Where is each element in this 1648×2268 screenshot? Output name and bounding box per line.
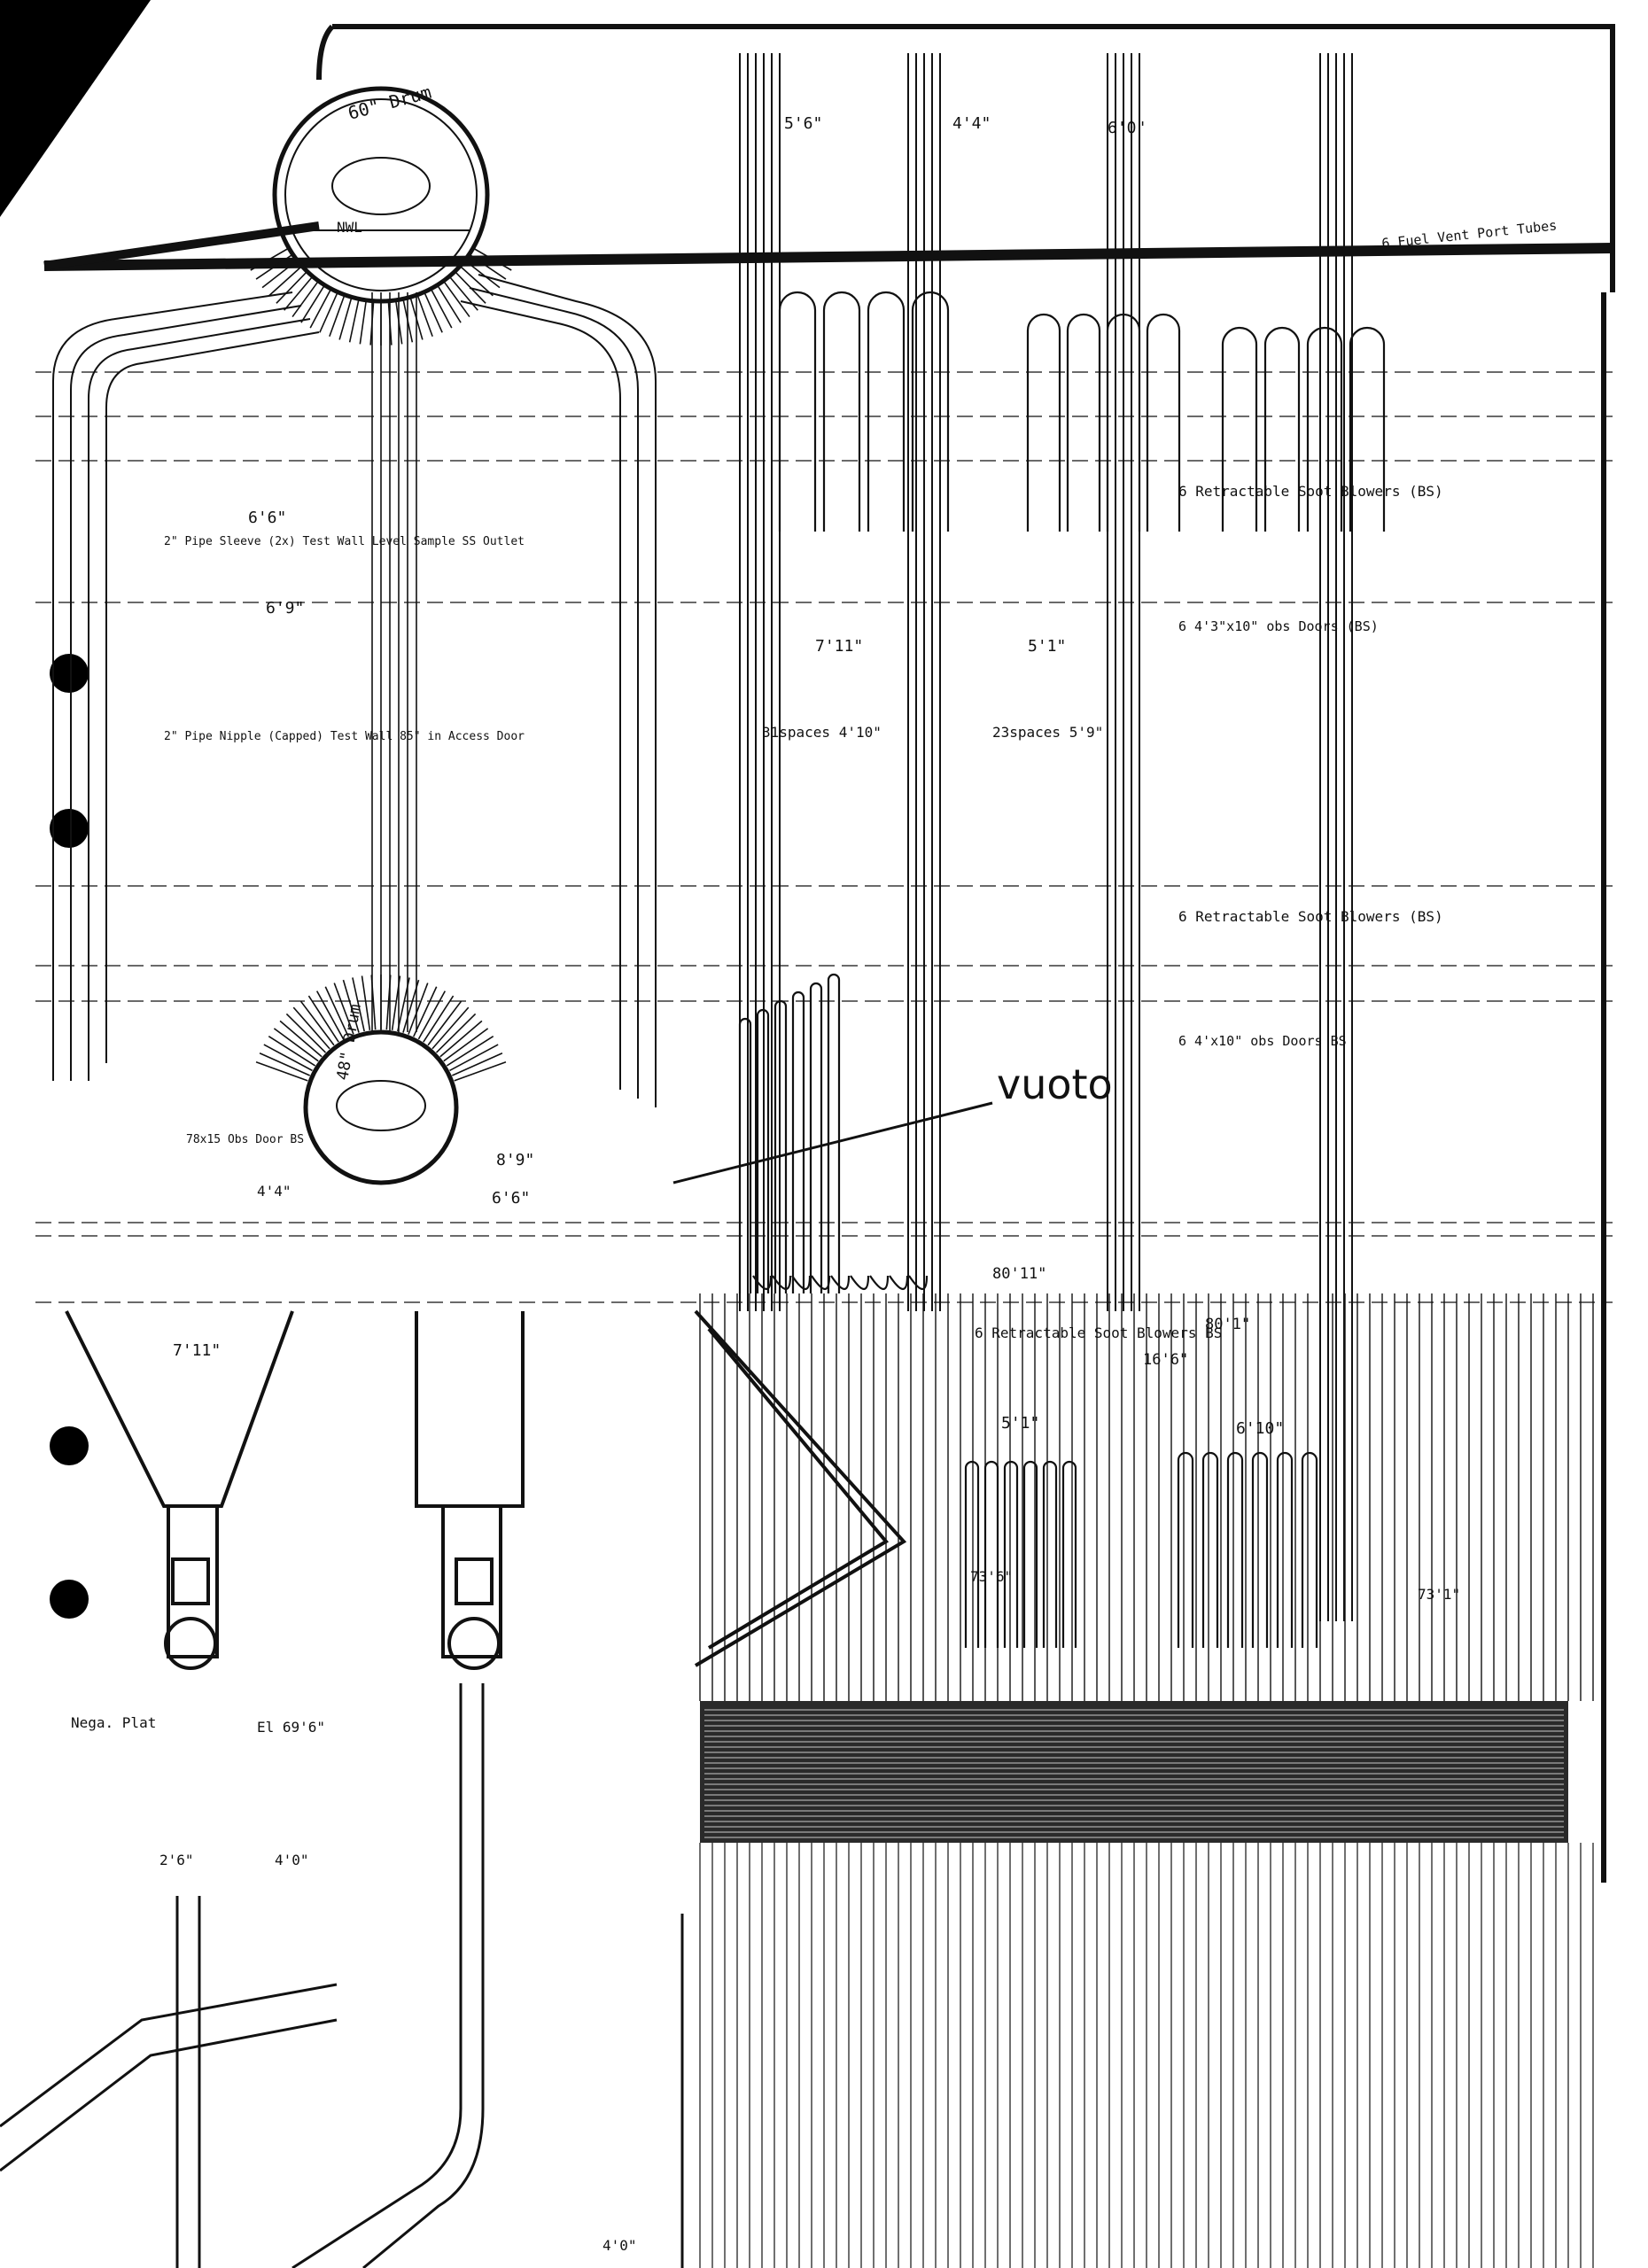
dim-label: 7'11" <box>173 1341 221 1360</box>
dim-label: 4'4" <box>257 1183 292 1200</box>
dim-label: 6'6" <box>492 1189 530 1208</box>
elevation-label: El 69'6" <box>257 1719 325 1736</box>
dim-label: 6'10" <box>1236 1419 1284 1438</box>
elevation-label: 80'11" <box>992 1265 1046 1283</box>
obs-doors-1-label: 6 4'3"x10" obs Doors (BS) <box>1178 618 1379 634</box>
elevation-label: 2'6" <box>159 1852 194 1868</box>
nega-plat-label: Nega. Plat <box>71 1714 156 1731</box>
dim-label: 6'6" <box>248 509 286 527</box>
pipe-note: 2" Pipe Nipple (Capped) Test Wall 85" in… <box>164 730 525 743</box>
soot-blowers-low-label: 6 Retractable Soot Blowers BS <box>975 1324 1222 1341</box>
punch-hole <box>50 1580 89 1619</box>
dim-label: 8'9" <box>496 1151 534 1169</box>
obs-door-note: 78x15 Obs Door BS <box>186 1133 304 1146</box>
air-heater-block <box>700 1701 1568 1843</box>
punch-hole <box>50 809 89 848</box>
elevation-label: 73'1" <box>1418 1586 1460 1603</box>
handwritten-note: vuoto <box>997 1060 1113 1108</box>
furnace-wall-tubes <box>52 274 657 1107</box>
note-leader-line <box>672 1101 993 1184</box>
punch-hole <box>50 654 89 693</box>
riser-tubes <box>255 975 507 1082</box>
steam-drum <box>272 86 490 304</box>
superheater-loops <box>738 291 1386 1648</box>
punch-hole <box>50 1426 89 1465</box>
ash-hoppers <box>65 1310 525 1670</box>
dim-label: 7'11" <box>815 637 863 656</box>
dim-label: 23spaces 5'9" <box>992 724 1103 741</box>
elevation-label: 73'6" <box>970 1568 1013 1585</box>
obs-doors-2-label: 6 4'x10" obs Doors BS <box>1178 1033 1347 1049</box>
boiler-casing <box>43 24 1615 1883</box>
dim-label: 6'0" <box>1108 119 1146 137</box>
dim-label: 5'1" <box>1028 637 1066 656</box>
soot-blowers-top-label: 6 Retractable Soot Blowers (BS) <box>1178 483 1443 500</box>
dim-label: 4'4" <box>952 114 991 133</box>
dim-label: 5'6" <box>784 114 822 133</box>
dim-label: 6'9" <box>266 599 304 617</box>
air-heater-lines <box>704 1709 1564 1838</box>
mud-drum <box>303 1029 459 1185</box>
soot-blowers-mid-label: 6 Retractable Soot Blowers (BS) <box>1178 908 1443 925</box>
elevation-label: 80'1" <box>1205 1316 1250 1333</box>
pipe-note: 2" Pipe Sleeve (2x) Test Wall Level Samp… <box>164 535 525 548</box>
folded-corner <box>0 0 151 217</box>
elevation-label: 4'0" <box>275 1852 309 1868</box>
vertical-tube-lines <box>371 53 1594 2268</box>
elevation-label: 4'0" <box>602 2237 637 2254</box>
lower-ducts <box>0 1683 684 2268</box>
downcomer-tubes <box>250 248 512 346</box>
dim-label: 5'1" <box>1001 1414 1039 1433</box>
gas-baffle <box>694 1309 907 1667</box>
dim-label: 16'6" <box>1143 1351 1188 1369</box>
dim-label: 31spaces 4'10" <box>762 724 882 741</box>
nwl-label: NWL <box>337 219 362 236</box>
